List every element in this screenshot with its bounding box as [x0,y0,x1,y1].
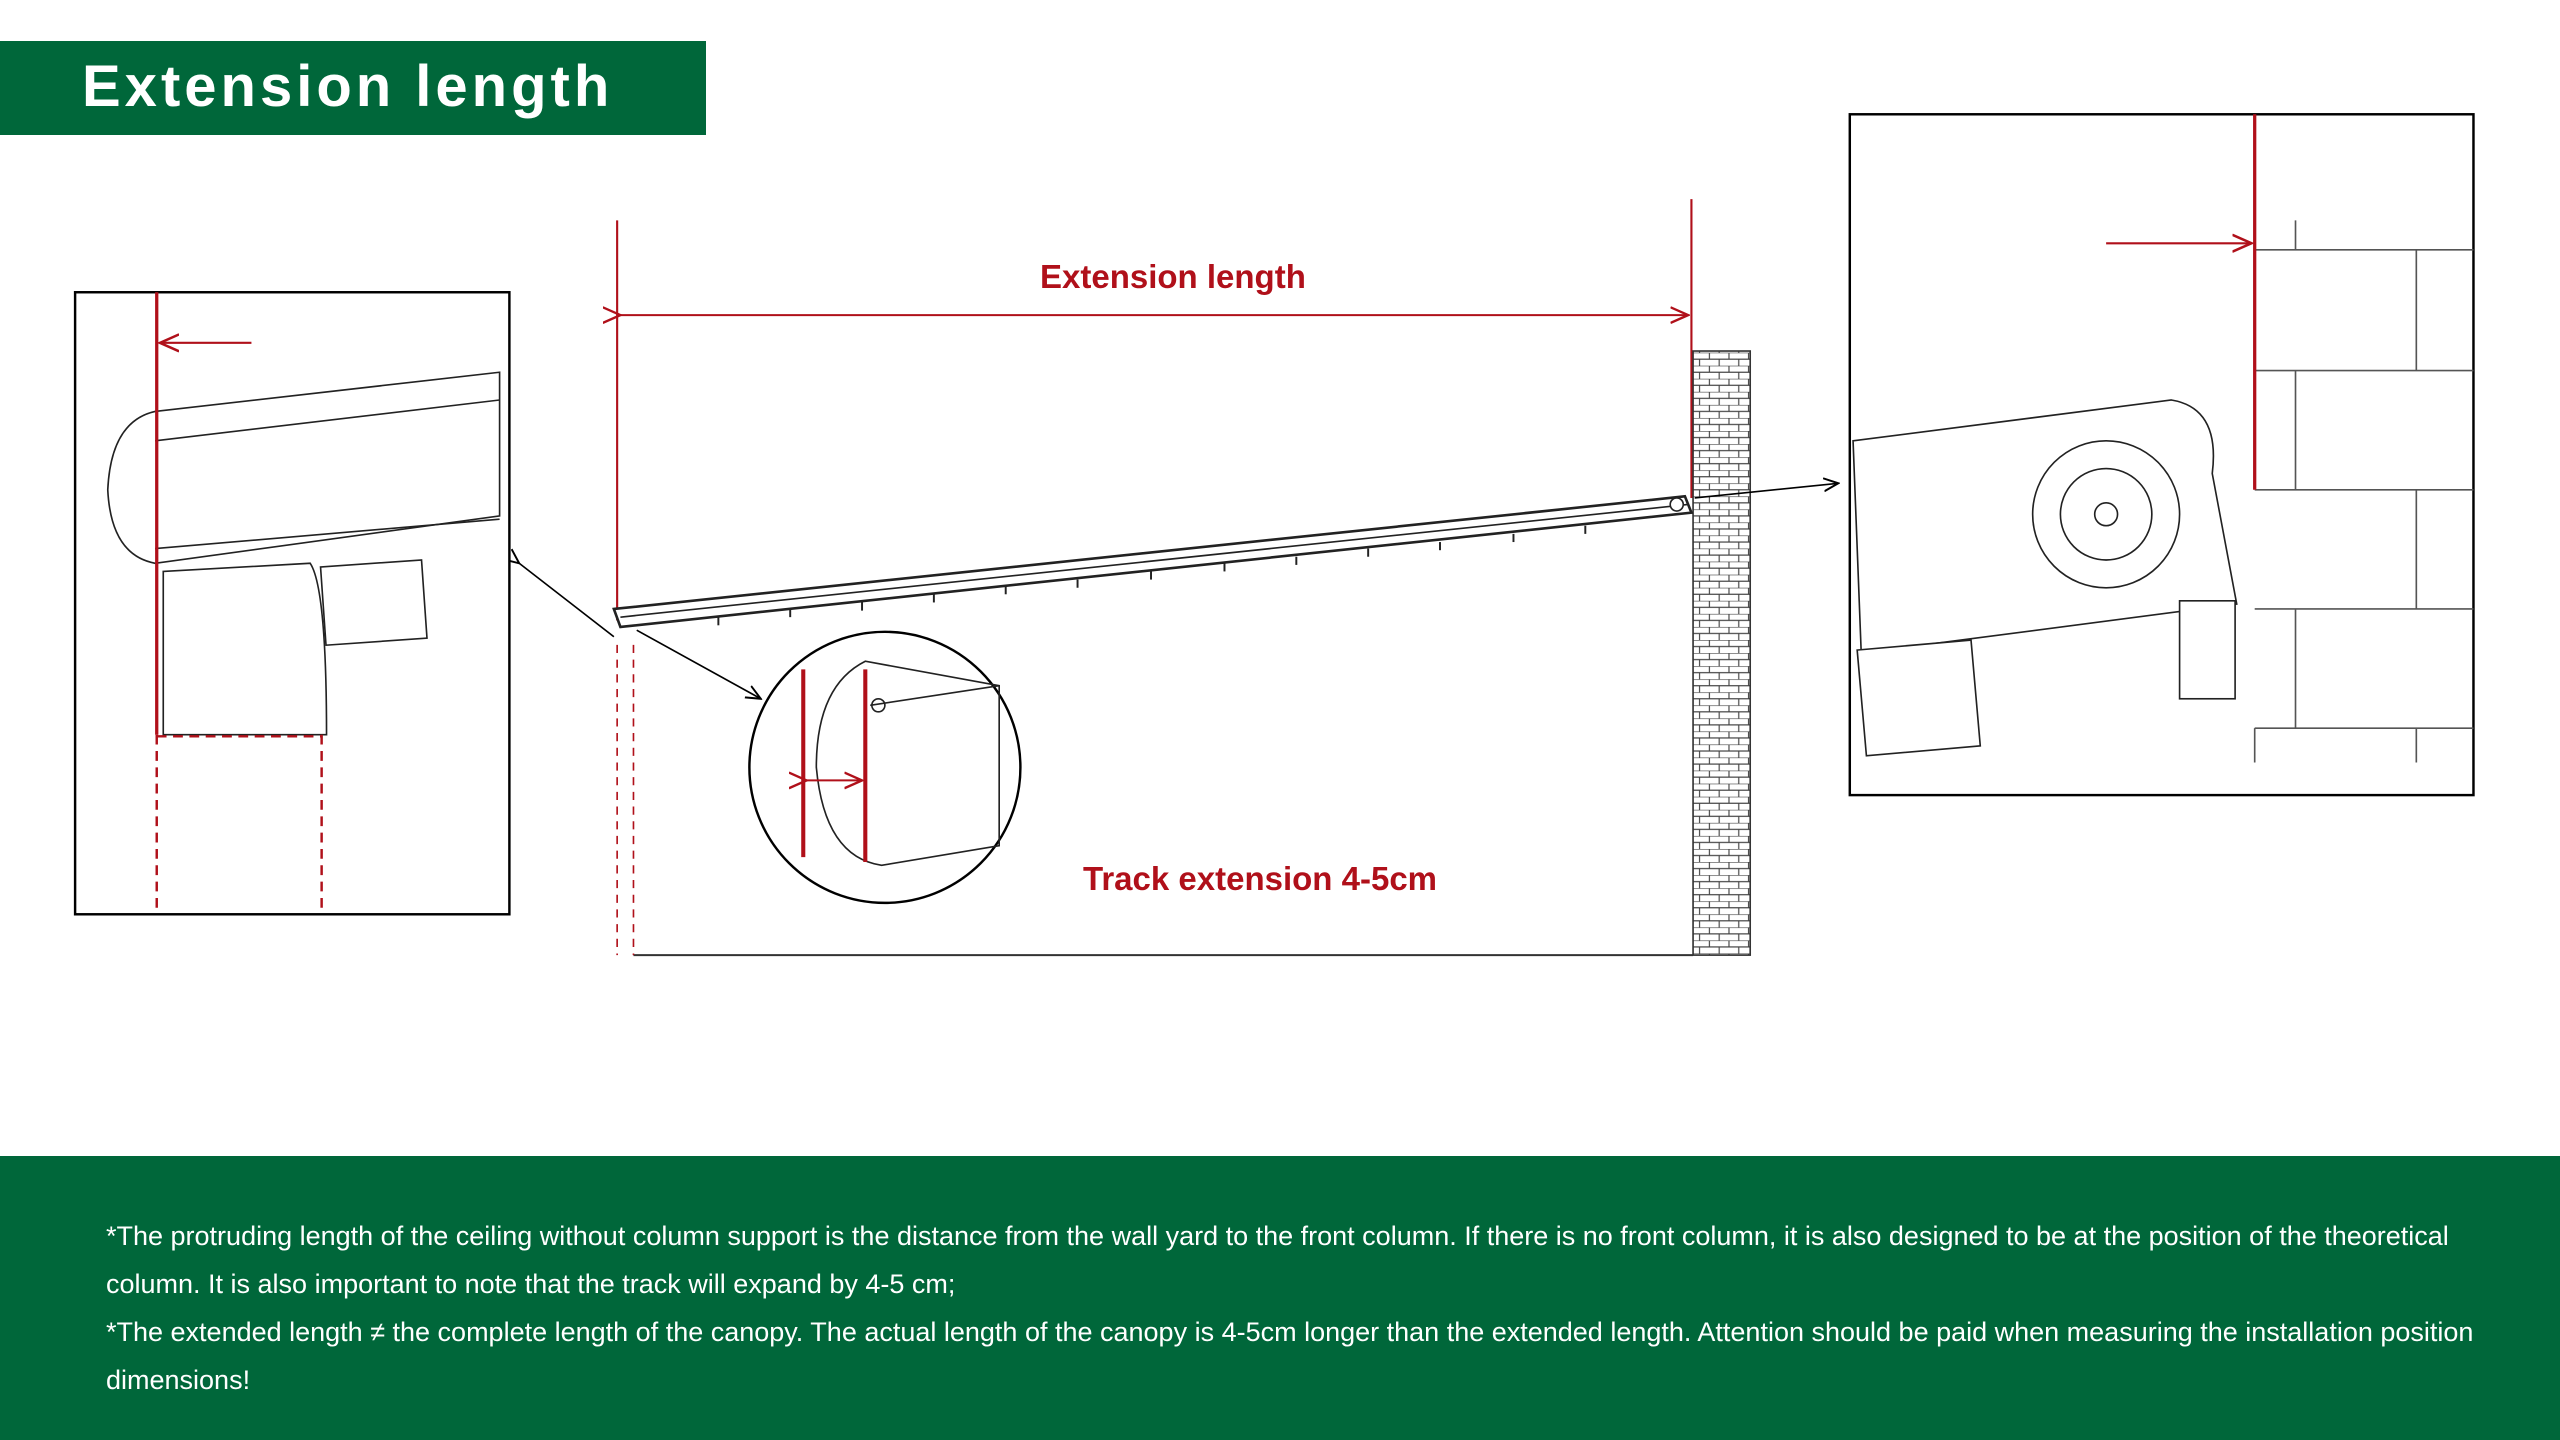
notes-footer: *The protruding length of the ceiling wi… [0,1156,2560,1440]
note-extended-length: *The extended length ≠ the complete leng… [106,1317,2474,1395]
front-detail-box [73,291,511,916]
brick-wall [1692,350,1752,956]
wall-mount-detail-box [1848,113,2475,797]
main-elevation [519,199,1838,957]
track-extension-label: Track extension 4-5cm [1083,860,1438,897]
page-title: Extension length [82,54,614,119]
extension-length-label: Extension length [1040,258,1306,295]
title-banner: Extension length [0,41,706,135]
track-extension-detail [748,630,1022,905]
note-protruding-length: *The protruding length of the ceiling wi… [106,1221,2449,1299]
